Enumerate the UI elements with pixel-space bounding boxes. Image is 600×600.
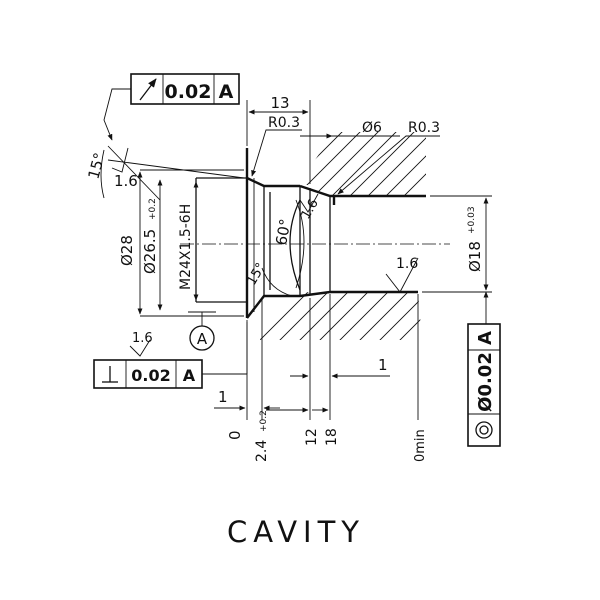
drawing-caption: CAVITY: [227, 515, 365, 549]
width-13-label: 13: [270, 94, 289, 112]
runout-tolerance: 0.02: [165, 81, 212, 103]
perpendicularity-frame: 1.6 0.02 A: [93, 322, 248, 389]
datum-a-symbol: A: [188, 311, 216, 351]
finish-left-top: 1.6: [114, 172, 138, 190]
x-18-label: 18: [324, 428, 340, 446]
dia-6-label: Ø6: [362, 120, 382, 136]
dia-26-5-tol: +0.2: [148, 198, 158, 220]
runout-arrow-icon: [139, 78, 157, 101]
angle-15-dim: 15° 1.6: [84, 145, 245, 201]
min-1-right-label: 1: [378, 356, 388, 374]
x-0-label: 0: [226, 430, 244, 440]
position-tolerance: Ø0.02: [475, 352, 496, 412]
dia-28-label: Ø28: [118, 235, 136, 266]
dia-18-tol: +0.03: [467, 206, 477, 234]
perp-tolerance: 0.02: [131, 366, 170, 385]
top-dims: 13 R0.3 Ø6 R0.3: [246, 94, 440, 195]
thread-label: M24X1.5-6H: [178, 204, 194, 290]
runout-datum: A: [219, 81, 234, 103]
dia-18-label: Ø18: [466, 241, 484, 272]
x-12-label: 12: [304, 428, 320, 446]
radius-left-label: R0.3: [268, 115, 300, 131]
min-1-left-label: 1: [218, 388, 228, 406]
dia-26-5-label: Ø26.5: [141, 229, 159, 274]
radius-right-label: R0.3: [408, 120, 440, 136]
dia-18-dim: Ø18 +0.03 1.6: [385, 195, 492, 293]
diameter-dims: Ø28 Ø26.5 +0.2 M24X1.5-6H: [118, 169, 244, 317]
x-min-label: 0min: [413, 429, 428, 462]
part-outline: [195, 148, 426, 319]
bottom-dims: 1 1 0 2.4 +0.2 12 18 0min: [214, 294, 428, 462]
concentricity-icon: [475, 421, 493, 439]
perp-datum: A: [183, 366, 196, 385]
hatch-lower: [260, 292, 422, 340]
angle-60-label: 60°: [272, 217, 294, 246]
angle-15-label: 15°: [84, 151, 108, 181]
x-2-4-tol: +0.2: [259, 410, 269, 432]
finish-bottom-left: 1.6: [132, 331, 153, 346]
x-2-4-label: 2.4: [254, 440, 270, 462]
runout-frame: 0.02 A: [103, 73, 240, 141]
position-frame: A Ø0.02: [467, 291, 501, 447]
datum-a-label: A: [197, 330, 208, 348]
perpendicular-icon: [102, 366, 118, 383]
position-datum: A: [475, 331, 496, 345]
